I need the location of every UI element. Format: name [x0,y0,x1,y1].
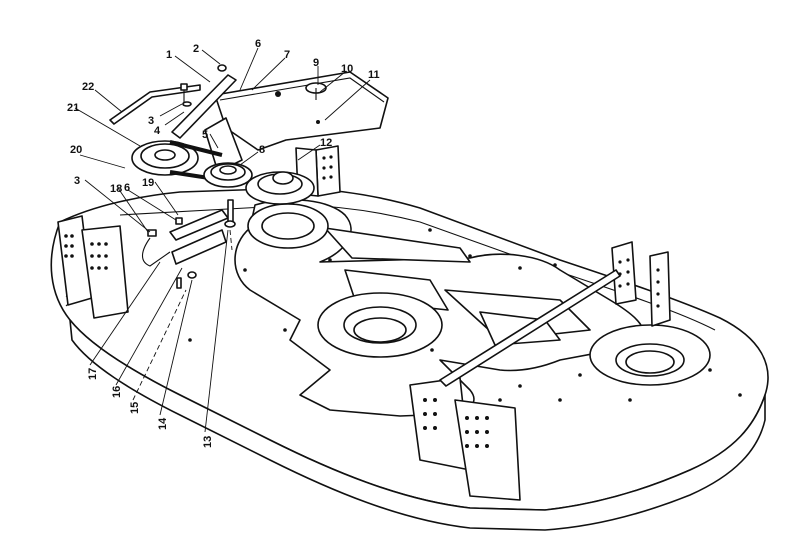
callout-22: 22 [82,81,94,93]
callout-18: 18 [110,183,122,195]
callout-16: 16 [111,386,123,398]
callout-4: 4 [154,125,161,137]
deck-frame-ribs [234,199,645,417]
mounting-plate [171,74,237,139]
center-spindle-housing [317,292,443,358]
callout-1: 1 [166,49,172,61]
idler-pulley [203,162,253,188]
deck-holes [188,228,742,402]
leader-lines [74,47,371,433]
callout-11: 11 [368,69,380,81]
right-spindle-housing [589,324,711,386]
fastener-bolts [147,64,327,289]
callout-2: 2 [193,43,199,55]
lift-rod [439,269,621,387]
callout-labels: 1 2 3 3 4 5 6 6 7 8 9 10 11 12 13 14 15 … [67,38,380,448]
right-front-baffle [409,377,521,501]
engine-pulley [131,140,199,176]
callout-3-upper: 3 [148,115,154,127]
belt-cover [214,71,389,151]
callout-20: 20 [70,144,82,156]
idler-bracket [141,209,229,267]
callout-14: 14 [157,417,169,430]
callout-3-lower: 3 [74,175,80,187]
callout-9: 9 [313,57,319,69]
spindle-pulley [245,171,315,205]
rear-lift-bracket-right [611,241,671,327]
callout-6-lower: 6 [124,182,130,194]
callout-13: 13 [202,436,214,448]
callout-17: 17 [87,368,99,380]
control-rod [109,84,201,125]
left-front-baffle [57,215,129,319]
left-spindle-housing [247,203,329,249]
callout-5: 5 [202,129,208,141]
callout-21: 21 [67,102,79,114]
callout-19: 19 [142,177,154,189]
callout-6-upper: 6 [255,38,261,50]
callout-10: 10 [341,63,353,75]
callout-7: 7 [284,49,290,61]
callout-8: 8 [259,144,265,156]
callout-12: 12 [320,137,332,149]
callout-15: 15 [129,402,141,414]
idler-arm [204,117,243,173]
